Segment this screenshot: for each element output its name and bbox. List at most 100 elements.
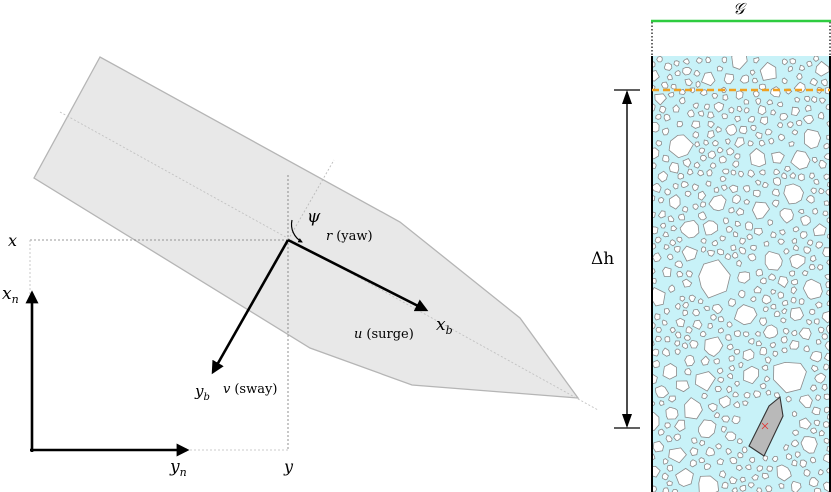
- ice-floe: [752, 390, 762, 398]
- ice-floe: [707, 130, 715, 139]
- ice-floe: [771, 455, 779, 463]
- ice-floe: [758, 139, 766, 147]
- ice-floe: [680, 181, 689, 189]
- ice-floe: [749, 69, 756, 76]
- ice-floe: [679, 295, 686, 302]
- ice-floe: [711, 92, 719, 99]
- ice-floe: [790, 439, 800, 448]
- ice-floe: [685, 270, 693, 278]
- ice-floe: [756, 340, 763, 347]
- ice-floe: [796, 73, 803, 80]
- ice-floe: [707, 323, 714, 330]
- ice-floe: [652, 226, 659, 235]
- ice-floe: [682, 278, 693, 288]
- ice-floe: [675, 317, 686, 328]
- ice-floe: [736, 464, 744, 472]
- ice-floe: [744, 464, 752, 471]
- ice-floe: [790, 286, 798, 295]
- ice-floe: [731, 415, 741, 425]
- ice-floe: [705, 446, 715, 457]
- ice-floe: [669, 239, 677, 247]
- ice-floe: [664, 188, 671, 196]
- ice-floe: [747, 482, 755, 489]
- ice-floe: [654, 236, 662, 244]
- ice-floe: [771, 188, 780, 197]
- ice-floe: [718, 395, 731, 409]
- ice-floe: [737, 289, 746, 299]
- ice-floe: [823, 142, 830, 150]
- ice-floe: [803, 469, 811, 477]
- ice-floe: [721, 113, 728, 120]
- xb-axis-arrow: [287, 238, 429, 312]
- ice-floe: [657, 197, 665, 204]
- ice-floe: [786, 121, 794, 128]
- ice-floe: [717, 248, 724, 256]
- ice-floe: [713, 101, 725, 113]
- ice-floe: [728, 355, 735, 362]
- ice-floe: [777, 133, 786, 142]
- ice-floe: [810, 187, 817, 194]
- ice-floe: [720, 184, 728, 191]
- ice-floe: [716, 458, 725, 466]
- ice-floe: [756, 465, 764, 472]
- ice-floe: [791, 237, 797, 244]
- ice-floe: [817, 111, 825, 120]
- ice-floe: [697, 169, 705, 177]
- ice-floe: [673, 245, 681, 253]
- ice-floe: [764, 128, 773, 136]
- ice-floe: [699, 89, 708, 96]
- ice-floe: [652, 147, 660, 160]
- ice-floe: [804, 104, 812, 112]
- ice-floe: [682, 66, 693, 76]
- ice-floe: [652, 485, 658, 492]
- ice-floe: [792, 429, 799, 436]
- ice-floe: [733, 231, 739, 238]
- ice-floe: [800, 214, 811, 226]
- ice-floe: [734, 330, 741, 338]
- ice-floe: [697, 190, 707, 201]
- ice-floe: [808, 308, 816, 315]
- ice-floe: [706, 249, 715, 257]
- ice-floe: [721, 415, 731, 423]
- ice-floe: [818, 159, 827, 169]
- ice-floe: [764, 250, 783, 271]
- ice-floe: [691, 437, 698, 444]
- ice-floe: [747, 338, 755, 345]
- ice-floe: [681, 245, 698, 262]
- ice-floe: [711, 239, 719, 247]
- ice-floe: [779, 208, 794, 224]
- ice-floe: [759, 382, 767, 390]
- ice-floe: [679, 219, 700, 239]
- ice-floe: [821, 383, 828, 392]
- ice-floe: [801, 270, 809, 276]
- ice-floe: [739, 237, 746, 245]
- ice-floe: [728, 298, 736, 307]
- ice-floe: [713, 186, 720, 193]
- ice-floe: [689, 459, 697, 468]
- ice-floe: [751, 474, 759, 481]
- ice-floe: [792, 410, 798, 418]
- ice-floe: [747, 253, 757, 262]
- ice-floe: [798, 64, 806, 71]
- ice-floe: [659, 222, 667, 229]
- ice-floe: [785, 453, 792, 461]
- ice-floe: [701, 246, 707, 253]
- ice-floe: [821, 310, 830, 324]
- ice-floe: [721, 56, 728, 64]
- goal-label: 𝒢: [733, 0, 747, 18]
- ice-floe: [823, 352, 830, 362]
- ice-floe: [743, 365, 759, 385]
- ice-floe: [816, 264, 824, 271]
- ice-floe: [731, 56, 748, 70]
- ice-floe: [662, 458, 669, 465]
- ice-floe: [667, 215, 675, 223]
- ice-floe: [700, 237, 707, 244]
- ice-floe: [764, 375, 771, 383]
- ice-floe: [746, 233, 753, 241]
- ice-floe: [718, 155, 727, 164]
- ice-floe: [792, 226, 800, 233]
- ice-floe: [652, 373, 658, 385]
- ice-floe: [747, 116, 756, 123]
- ice-floe: [662, 231, 670, 238]
- ice-floe: [813, 318, 820, 325]
